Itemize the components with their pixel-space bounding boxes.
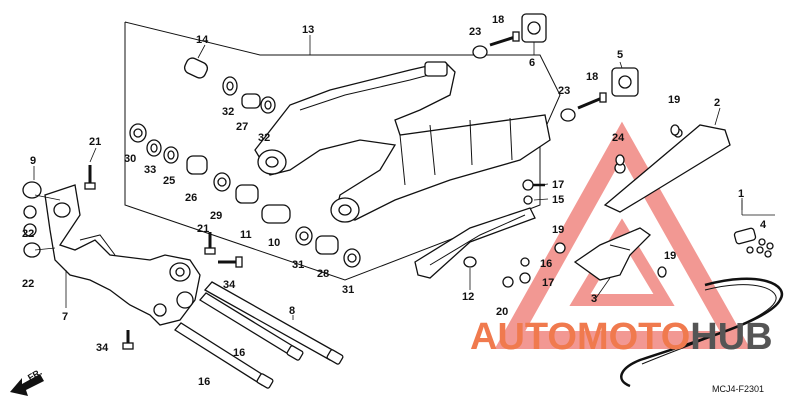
label-28: 28 bbox=[317, 268, 329, 280]
label-23-mid: 23 bbox=[558, 85, 570, 97]
small-fasteners bbox=[502, 124, 680, 288]
label-16-right: 16 bbox=[540, 258, 552, 270]
label-21-mid: 21 bbox=[197, 223, 209, 235]
label-16-low: 16 bbox=[198, 376, 210, 388]
label-34-mid: 34 bbox=[223, 279, 236, 291]
label-14: 14 bbox=[196, 34, 209, 46]
label-25: 25 bbox=[163, 175, 175, 187]
label-32-a: 32 bbox=[222, 106, 234, 118]
label-8: 8 bbox=[289, 305, 295, 317]
watermark-text-a: AUTOMOTO bbox=[470, 316, 691, 358]
label-5: 5 bbox=[617, 49, 623, 61]
label-26: 26 bbox=[185, 192, 197, 204]
label-32-b: 32 bbox=[258, 132, 270, 144]
label-34-low: 34 bbox=[96, 342, 109, 354]
label-20: 20 bbox=[496, 306, 508, 318]
label-23-top: 23 bbox=[469, 26, 481, 38]
drive-chain bbox=[620, 200, 783, 388]
label-27: 27 bbox=[236, 121, 248, 133]
label-3: 3 bbox=[591, 293, 597, 305]
guard-bracket bbox=[573, 227, 652, 281]
label-15: 15 bbox=[552, 194, 564, 206]
label-4: 4 bbox=[760, 219, 767, 231]
label-9: 9 bbox=[30, 155, 36, 167]
label-17-low: 17 bbox=[542, 277, 554, 289]
label-12: 12 bbox=[462, 291, 474, 303]
label-16-mid: 16 bbox=[233, 347, 245, 359]
label-18-top: 18 bbox=[492, 14, 504, 26]
label-21-top: 21 bbox=[89, 136, 101, 148]
label-17-top: 17 bbox=[552, 179, 564, 191]
label-33: 33 bbox=[144, 164, 156, 176]
swingarm bbox=[254, 61, 551, 223]
bolts bbox=[84, 165, 344, 389]
pivot-bracket bbox=[22, 181, 201, 326]
label-7: 7 bbox=[62, 311, 68, 323]
label-22-a: 22 bbox=[22, 228, 34, 240]
diagram-part-code: MCJ4-F2301 bbox=[712, 384, 764, 394]
leader-lines bbox=[33, 35, 743, 320]
label-19-top: 19 bbox=[668, 94, 680, 106]
watermark-text-b: HUB bbox=[690, 316, 773, 358]
part-labels: 1 2 3 4 5 6 7 8 9 10 11 12 13 14 15 16 1… bbox=[22, 14, 767, 394]
label-24: 24 bbox=[612, 132, 625, 144]
label-22-b: 22 bbox=[22, 278, 34, 290]
watermark-logo-text: AUTOMOTOHUB bbox=[470, 318, 773, 356]
label-2: 2 bbox=[714, 97, 720, 109]
label-13: 13 bbox=[302, 24, 314, 36]
label-11: 11 bbox=[240, 229, 252, 241]
label-1: 1 bbox=[738, 188, 744, 200]
label-18-mid: 18 bbox=[586, 71, 598, 83]
label-19-low: 19 bbox=[664, 250, 676, 262]
bearing-parts bbox=[129, 57, 361, 268]
chain-guard bbox=[603, 124, 731, 213]
label-10: 10 bbox=[268, 237, 280, 249]
chain-slider bbox=[414, 207, 536, 279]
label-29: 29 bbox=[210, 210, 222, 222]
label-19-mid: 19 bbox=[552, 224, 564, 236]
front-arrow-icon bbox=[10, 374, 44, 396]
label-30: 30 bbox=[124, 153, 136, 165]
label-6: 6 bbox=[529, 57, 535, 69]
label-31-a: 31 bbox=[292, 259, 304, 271]
upper-fasteners bbox=[472, 13, 639, 122]
label-31-b: 31 bbox=[342, 284, 354, 296]
